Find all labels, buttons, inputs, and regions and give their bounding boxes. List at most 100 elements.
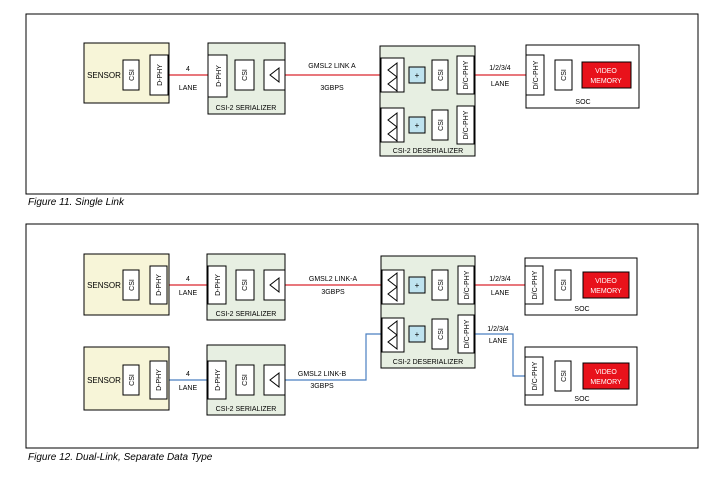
fig12-soc-block-b: D/C-PHY CSI VIDEO MEMORY SOC xyxy=(524,346,638,406)
dphy-box xyxy=(207,265,227,305)
dphy-box xyxy=(207,54,228,98)
driver-box xyxy=(263,59,286,91)
link-a-label: GMSL2 LINK-A xyxy=(309,276,358,283)
dcphy-label: D/C-PHY xyxy=(532,270,539,299)
csi-label: CSI xyxy=(242,69,249,81)
csi-box xyxy=(235,364,255,396)
csi-box xyxy=(431,318,449,350)
out-lane-word: LANE xyxy=(491,81,510,88)
csi-label: CSI xyxy=(561,69,568,81)
csi-label: CSI xyxy=(438,119,445,131)
mux-plus: + xyxy=(415,330,420,339)
dcphy-box xyxy=(457,314,475,354)
dcphy-box xyxy=(525,54,545,96)
dcphy-box xyxy=(456,55,475,95)
csi-label: CSI xyxy=(242,374,249,386)
dphy-box xyxy=(149,360,168,400)
memory-label-1: VIDEO xyxy=(595,278,617,285)
figure-11-frame xyxy=(25,13,699,195)
video-memory-box xyxy=(581,61,632,89)
csi-box xyxy=(554,59,573,91)
csi-box xyxy=(431,109,449,141)
dcphy-label: D/C-PHY xyxy=(463,60,470,89)
csi-box xyxy=(122,269,140,301)
sensor-label: SENSOR xyxy=(87,281,121,290)
serializer-label: CSI-2 SERIALIZER xyxy=(216,406,277,413)
fig12-link-b xyxy=(139,333,583,381)
fig12-deserializer-block: + CSI D/C-PHY + CSI D/C-PHY CSI-2 DESERI… xyxy=(380,255,476,369)
driver-box xyxy=(263,364,286,396)
mux-box xyxy=(408,276,426,294)
csi-box xyxy=(554,360,572,392)
dcphy-label: D/C-PHY xyxy=(463,110,470,139)
deserializer-label: CSI-2 DESERIALIZER xyxy=(393,148,463,155)
fig11-serializer-block: D-PHY CSI CSI-2 SERIALIZER xyxy=(207,42,286,115)
csi-label: CSI xyxy=(438,328,445,340)
sensor-label: SENSOR xyxy=(87,376,121,385)
lane-count: 4 xyxy=(186,66,190,73)
lane-word: LANE xyxy=(179,290,198,297)
lane-word: LANE xyxy=(179,85,198,92)
fig12-serializer-block-a: D-PHY CSI CSI-2 SERIALIZER xyxy=(206,253,286,321)
mux-plus: + xyxy=(415,71,420,80)
fig12-serializer-block-b: D-PHY CSI CSI-2 SERIALIZER xyxy=(206,344,286,416)
link-b-rate: 3GBPS xyxy=(310,383,334,390)
dphy-label: D-PHY xyxy=(156,369,163,391)
dcphy-box xyxy=(456,105,475,145)
soc-label: SOC xyxy=(575,99,590,106)
receiver-box xyxy=(380,107,405,143)
csi-label: CSI xyxy=(561,370,568,382)
mux-box xyxy=(408,116,426,134)
serializer-label: CSI-2 SERIALIZER xyxy=(216,311,277,318)
link-rate: 3GBPS xyxy=(320,85,344,92)
fig11-soc-block: D/C-PHY CSI VIDEO MEMORY SOC xyxy=(525,44,640,109)
receiver-box xyxy=(381,269,405,305)
csi-label: CSI xyxy=(129,374,136,386)
mux-plus: + xyxy=(415,121,420,130)
csi-box xyxy=(431,269,449,301)
dcphy-label: D/C-PHY xyxy=(533,60,540,89)
dcphy-box xyxy=(457,265,475,305)
fig12-soc-block-a: D/C-PHY CSI VIDEO MEMORY SOC xyxy=(524,257,638,316)
out-lanes: 1/2/3/4 xyxy=(489,65,511,72)
link-a-label: GMSL2 LINK A xyxy=(308,63,356,70)
memory-label-2: MEMORY xyxy=(590,379,622,386)
csi-box xyxy=(122,59,140,91)
csi-box xyxy=(235,269,255,301)
receiver-box xyxy=(381,317,405,353)
sensor-label: SENSOR xyxy=(87,71,121,80)
figure-12-frame xyxy=(25,223,699,449)
out-lanes-a: 1/2/3/4 xyxy=(489,276,511,283)
csi-box xyxy=(431,59,449,91)
out-lane-word-b: LANE xyxy=(489,338,508,345)
csi-label: CSI xyxy=(438,279,445,291)
csi-box xyxy=(554,269,572,301)
csi-label: CSI xyxy=(129,279,136,291)
dcphy-box xyxy=(524,265,544,305)
figure-11-caption: Figure 11. Single Link xyxy=(28,197,124,208)
fig11-sensor-block: SENSOR CSI D-PHY xyxy=(83,42,170,104)
mux-box xyxy=(408,325,426,343)
lane-word: LANE xyxy=(179,385,198,392)
dphy-box xyxy=(149,265,168,305)
csi-label: CSI xyxy=(129,69,136,81)
csi-label: CSI xyxy=(242,279,249,291)
out-lanes-b: 1/2/3/4 xyxy=(487,326,509,333)
dphy-box xyxy=(149,54,169,96)
soc-label: SOC xyxy=(574,396,589,403)
fig12-sensor-block-a: SENSOR CSI D-PHY xyxy=(83,253,170,316)
deserializer-label: CSI-2 DESERIALIZER xyxy=(393,359,463,366)
lane-count: 4 xyxy=(186,276,190,283)
memory-label-1: VIDEO xyxy=(595,369,617,376)
link-a-rate: 3GBPS xyxy=(321,289,345,296)
dcphy-label: D/C-PHY xyxy=(464,270,471,299)
mux-box xyxy=(408,66,426,84)
csi-label: CSI xyxy=(561,279,568,291)
dphy-label: D-PHY xyxy=(157,64,164,86)
dcphy-label: D/C-PHY xyxy=(464,319,471,348)
dcphy-box xyxy=(524,356,544,396)
link-b-label: GMSL2 LINK-B xyxy=(298,371,347,378)
lane-count: 4 xyxy=(186,371,190,378)
fig11-deserializer-block: + CSI D/C-PHY + CSI D/C-PHY CSI-2 DESERI… xyxy=(379,45,476,157)
